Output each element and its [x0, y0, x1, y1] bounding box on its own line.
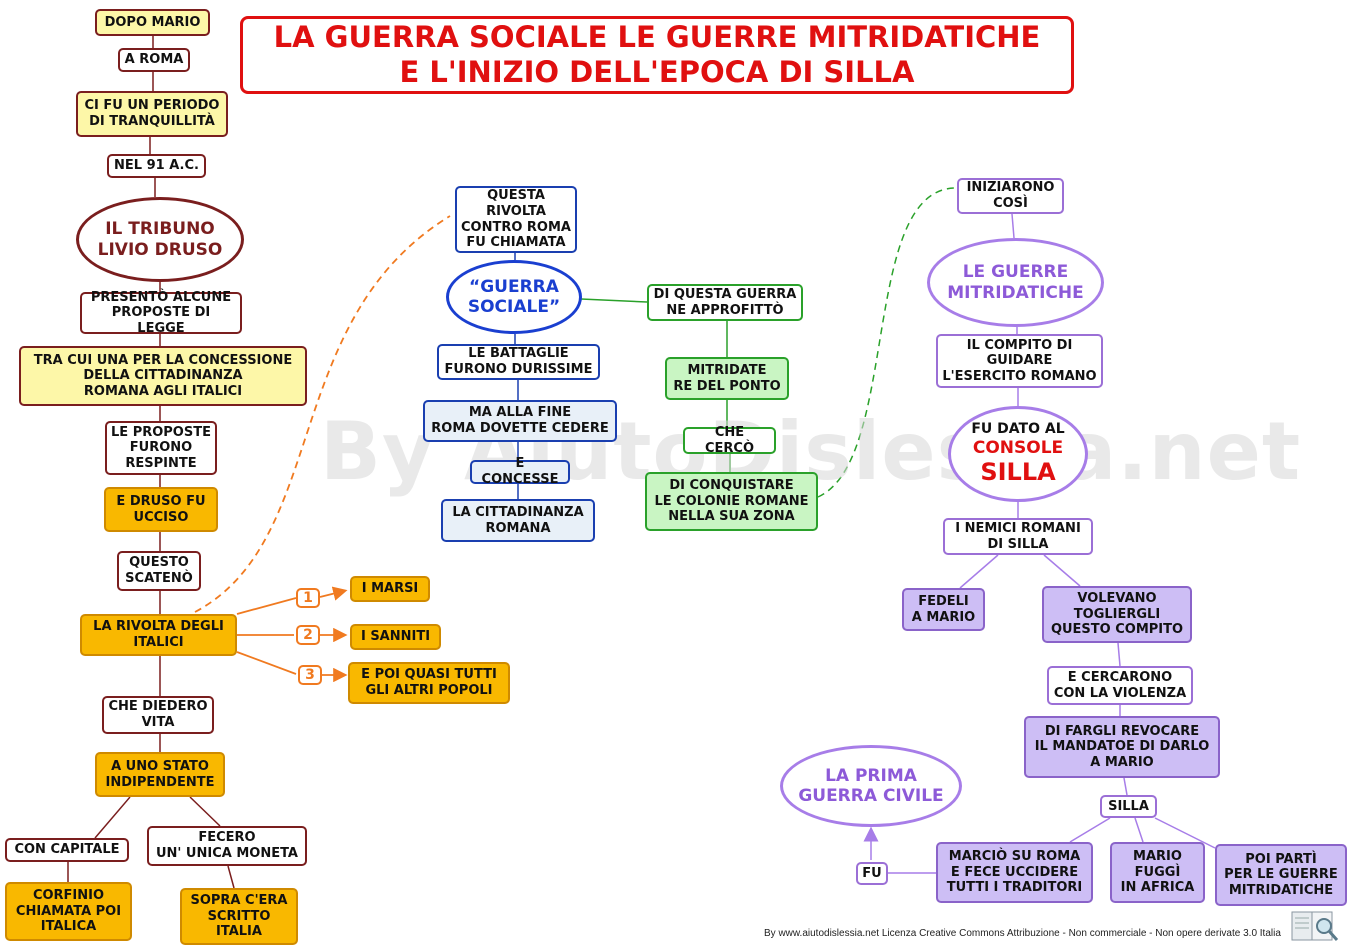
- node-volevano-togliergli: VOLEVANO TOGLIERGLI QUESTO COMPITO: [1042, 586, 1192, 643]
- node-mario-fuggi: MARIO FUGGÌ IN AFRICA: [1110, 842, 1205, 903]
- node-compito-guidare: IL COMPITO DI GUIDARE L'ESERCITO ROMANO: [936, 334, 1103, 388]
- node-fu: FU: [856, 862, 888, 885]
- ellipse-prima-guerra-civile: LA PRIMA GUERRA CIVILE: [780, 745, 962, 827]
- node-questa-rivolta: QUESTA RIVOLTA CONTRO ROMA FU CHIAMATA: [455, 186, 577, 253]
- node-concesse: E CONCESSE: [470, 456, 570, 487]
- node-questo-scateno: QUESTO SCATENÒ: [117, 551, 201, 591]
- node-dopo-mario: DOPO MARIO: [95, 9, 210, 36]
- node-mitridate: MITRIDATE RE DEL PONTO: [665, 357, 789, 400]
- book-magnifier-icon: [1290, 908, 1340, 944]
- node-altri-popoli: E POI QUASI TUTTI GLI ALTRI POPOLI: [348, 662, 510, 704]
- node-con-capitale: CON CAPITALE: [5, 838, 129, 862]
- node-presento-proposte: PRESENTÒ ALCUNE PROPOSTE DI LEGGE: [80, 290, 242, 336]
- number-badge-2: 2: [296, 625, 320, 645]
- license-footer: By www.aiutodislessia.net Licenza Creati…: [764, 928, 1281, 939]
- node-nel-91: NEL 91 A.C.: [107, 154, 206, 178]
- number-badge-3: 3: [298, 665, 322, 685]
- node-druso-ucciso: E DRUSO FU UCCISO: [104, 487, 218, 532]
- node-concessione-cittadinanza: TRA CUI UNA PER LA CONCESSIONE DELLA CIT…: [19, 346, 307, 406]
- ellipse-guerre-mitridatiche: LE GUERRE MITRIDATICHE: [927, 238, 1104, 327]
- node-iniziarono-cosi: INIZIARONO COSÌ: [957, 178, 1064, 214]
- title-line-2: E L'INIZIO DELL'EPOCA DI SILLA: [399, 55, 915, 89]
- node-nemici-romani: I NEMICI ROMANI DI SILLA: [943, 518, 1093, 555]
- node-ne-approfitto: DI QUESTA GUERRA NE APPROFITTÒ: [647, 284, 803, 321]
- node-stato-indipendente: A UNO STATO INDIPENDENTE: [95, 752, 225, 797]
- node-sanniti: I SANNITI: [350, 624, 441, 650]
- silla-label: SILLA: [980, 458, 1056, 487]
- node-fedeli-mario: FEDELI A MARIO: [902, 588, 985, 631]
- node-rivolta-italici: LA RIVOLTA DEGLI ITALICI: [80, 614, 237, 656]
- fu-dato-label: FU DATO AL: [971, 421, 1065, 437]
- ellipse-guerra-sociale: “GUERRA SOCIALE”: [446, 260, 582, 334]
- node-a-roma: A ROMA: [118, 48, 190, 72]
- node-silla: SILLA: [1100, 795, 1157, 818]
- node-che-diedero-vita: CHE DIEDERO VITA: [102, 696, 214, 734]
- node-roma-cedere: MA ALLA FINE ROMA DOVETTE CEDERE: [423, 400, 617, 442]
- node-cittadinanza-romana: LA CITTADINANZA ROMANA: [441, 499, 595, 542]
- node-scritto-italia: SOPRA C'ERA SCRITTO ITALIA: [180, 888, 298, 945]
- node-poi-parti: POI PARTÌ PER LE GUERRE MITRIDATICHE: [1215, 844, 1347, 906]
- node-cercarono-violenza: E CERCARONO CON LA VIOLENZA: [1047, 666, 1193, 705]
- node-che-cerco: CHE CERCÒ: [683, 425, 776, 456]
- console-label: CONSOLE: [972, 437, 1064, 458]
- node-revocare-mandato: DI FARGLI REVOCARE IL MANDATOE DI DARLO …: [1024, 716, 1220, 778]
- ellipse-console-silla: FU DATO AL CONSOLE SILLA: [948, 406, 1088, 502]
- node-marcio-roma: MARCIÒ SU ROMA E FECE UCCIDERE TUTTI I T…: [936, 842, 1093, 903]
- node-conquistare-colonie: DI CONQUISTARE LE COLONIE ROMANE NELLA S…: [645, 472, 818, 531]
- node-unica-moneta: FECERO UN' UNICA MONETA: [147, 826, 307, 866]
- node-battaglie-durissime: LE BATTAGLIE FURONO DURISSIME: [437, 344, 600, 380]
- node-proposte-respinte: LE PROPOSTE FURONO RESPINTE: [105, 421, 217, 475]
- node-corfinio: CORFINIO CHIAMATA POI ITALICA: [5, 882, 132, 941]
- node-marsi: I MARSI: [350, 576, 430, 602]
- number-badge-1: 1: [296, 588, 320, 608]
- ellipse-tribuno-livio-druso: IL TRIBUNO LIVIO DRUSO: [76, 197, 244, 282]
- page-title: LA GUERRA SOCIALE LE GUERRE MITRIDATICHE…: [240, 16, 1074, 94]
- node-periodo-tranquillita: CI FU UN PERIODO DI TRANQUILLITÀ: [76, 91, 228, 137]
- title-line-1: LA GUERRA SOCIALE LE GUERRE MITRIDATICHE: [273, 20, 1041, 55]
